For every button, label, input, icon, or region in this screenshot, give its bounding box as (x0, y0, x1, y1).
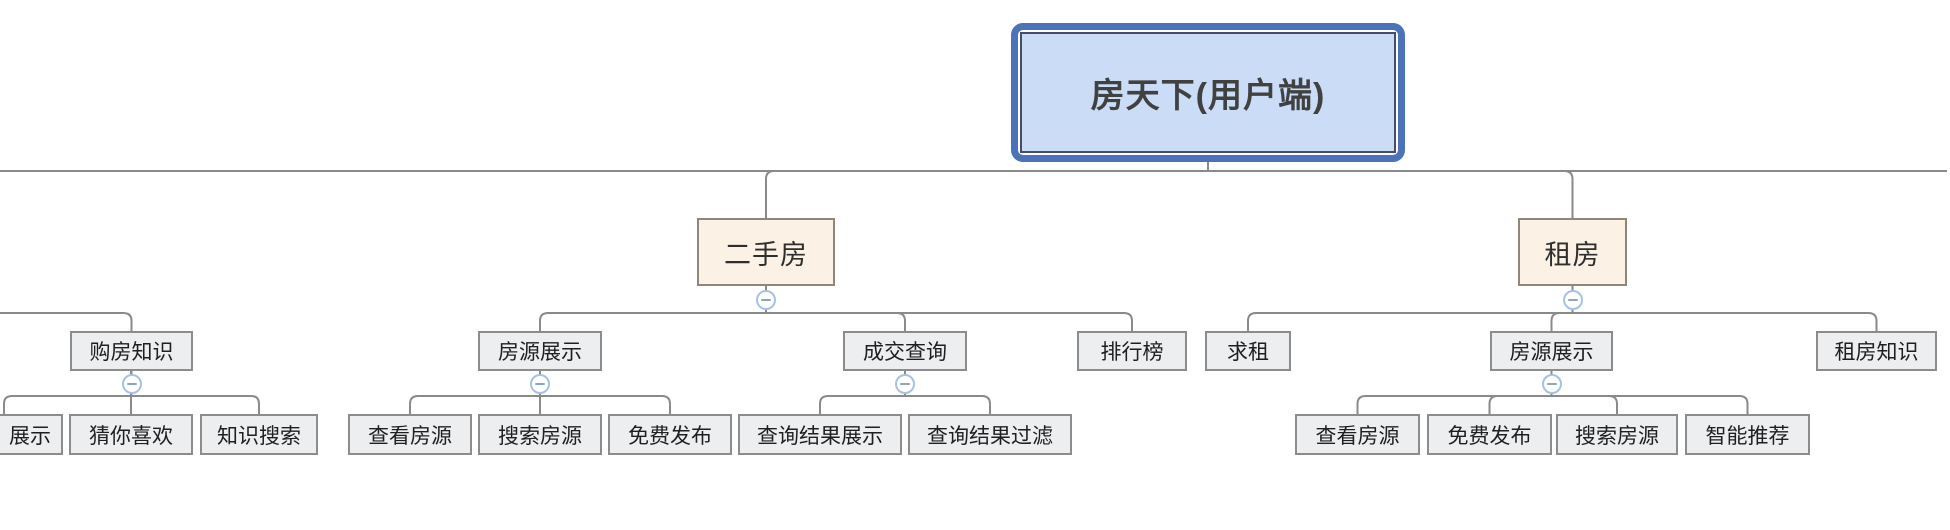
connector-second-hand-house-deal-query (766, 312, 906, 331)
node-smart-recommend[interactable]: 智能推荐 (1685, 414, 1810, 455)
node-second-hand-house[interactable]: 二手房 (697, 218, 835, 286)
connector-listing-display-2-smart-recommend (1551, 395, 1749, 414)
connector-rent-house-rent-knowledge (1572, 312, 1878, 331)
node-listing-display-1[interactable]: 房源展示 (478, 331, 602, 371)
minus-icon (535, 382, 545, 385)
node-ranking[interactable]: 排行榜 (1077, 331, 1187, 371)
connector-listing-display-2-view-listing-2 (1356, 395, 1552, 414)
connector-root-second-hand-house (765, 170, 1208, 218)
node-free-publish-2[interactable]: 免费发布 (1427, 414, 1552, 455)
node-view-listing-2[interactable]: 查看房源 (1295, 414, 1420, 455)
collapse-button-listing-display-2[interactable] (1541, 373, 1562, 394)
collapse-button-second-hand-house[interactable] (756, 289, 776, 310)
collapse-button-rent-house[interactable] (1562, 289, 1583, 310)
node-rent-house[interactable]: 租房 (1518, 218, 1627, 286)
node-deal-query[interactable]: 成交查询 (843, 331, 967, 371)
connector-buy-knowledge-display (3, 395, 132, 414)
connector-rent-house-seek-rent (1247, 312, 1573, 331)
node-display[interactable]: 展示 (0, 414, 63, 455)
node-buy-knowledge[interactable]: 购房知识 (70, 331, 193, 371)
connector-rent-house-listing-display-2 (1550, 312, 1573, 331)
minus-icon (900, 382, 910, 385)
connector-second-hand-house-ranking (766, 312, 1133, 331)
minus-icon (126, 382, 137, 385)
connector-buy-knowledge-knowledge-search (131, 395, 260, 414)
node-listing-display-2[interactable]: 房源展示 (1490, 331, 1613, 371)
minus-icon (1567, 298, 1578, 301)
connector-root-rent-house (1208, 170, 1574, 218)
node-free-publish-1[interactable]: 免费发布 (608, 414, 732, 455)
connector-second-hand-house-listing-display-1 (539, 312, 766, 331)
connector-deal-query-query-result-display (819, 395, 905, 414)
node-seek-rent[interactable]: 求租 (1205, 331, 1291, 371)
root-node-label: 房天下(用户端) (1020, 32, 1396, 153)
node-search-listing-1[interactable]: 搜索房源 (478, 414, 602, 455)
node-knowledge-search[interactable]: 知识搜索 (200, 414, 318, 455)
root-node[interactable]: 房天下(用户端) (1011, 23, 1405, 162)
node-query-result-display[interactable]: 查询结果展示 (738, 414, 902, 455)
minus-icon (761, 298, 771, 301)
connector-deal-query-query-result-filter (905, 395, 991, 414)
collapse-button-buy-knowledge[interactable] (121, 373, 142, 394)
collapse-button-deal-query[interactable] (895, 373, 915, 394)
node-view-listing-1[interactable]: 查看房源 (348, 414, 472, 455)
collapse-button-listing-display-1[interactable] (530, 373, 550, 394)
connector-offscreen-buy-knowledge (0, 312, 133, 331)
node-query-result-filter[interactable]: 查询结果过滤 (908, 414, 1072, 455)
connector-listing-display-1-view-listing-1 (409, 395, 540, 414)
connector-listing-display-1-free-publish-1 (540, 395, 671, 414)
node-rent-knowledge[interactable]: 租房知识 (1816, 331, 1937, 371)
node-guess-you-like[interactable]: 猜你喜欢 (69, 414, 193, 455)
connector-listing-display-2-search-listing-2 (1551, 395, 1618, 414)
minus-icon (1546, 382, 1557, 385)
node-search-listing-2[interactable]: 搜索房源 (1556, 414, 1678, 455)
connector-listing-display-2-free-publish-2 (1488, 395, 1552, 414)
